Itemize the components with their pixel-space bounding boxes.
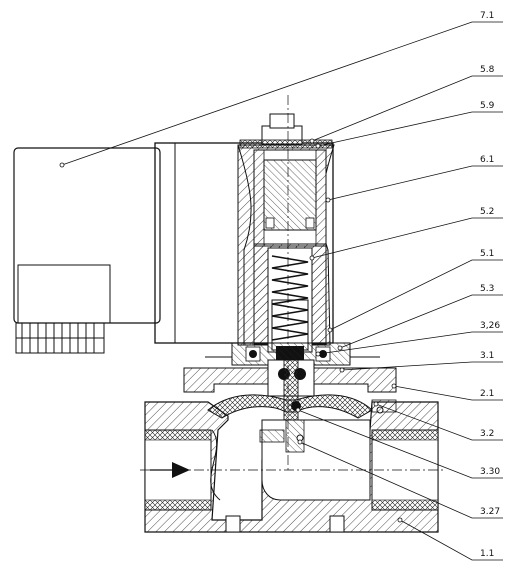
leader-1-1 bbox=[399, 519, 503, 561]
leader-5-3 bbox=[339, 294, 503, 349]
leader-3-30 bbox=[297, 409, 503, 479]
callout-labels: 7.1 5.8 5.9 6.1 5.2 5.1 5.3 3,26 3.1 2.1… bbox=[480, 11, 500, 559]
leader-5-2 bbox=[311, 217, 503, 259]
label-5-1: 5.1 bbox=[480, 249, 494, 259]
label-3-30: 3.30 bbox=[480, 467, 500, 477]
label-3-1: 3.1 bbox=[480, 351, 494, 361]
label-7-1: 7.1 bbox=[480, 11, 494, 21]
centerlines bbox=[140, 95, 445, 471]
leader-7-1 bbox=[61, 21, 503, 166]
valve-body bbox=[144, 401, 439, 533]
leader-6-1 bbox=[327, 165, 503, 201]
label-6-1: 6.1 bbox=[480, 155, 494, 165]
leader-3-26 bbox=[317, 331, 503, 355]
leader-3-27 bbox=[299, 441, 503, 519]
label-3-27: 3.27 bbox=[480, 507, 500, 517]
label-3-2: 3.2 bbox=[480, 429, 494, 439]
leader-5-8 bbox=[311, 75, 503, 142]
leader-3-1 bbox=[341, 361, 503, 371]
label-5-8: 5.8 bbox=[480, 65, 495, 75]
label-3-26: 3,26 bbox=[480, 321, 500, 331]
label-5-9: 5.9 bbox=[480, 101, 495, 111]
leader-5-1 bbox=[329, 259, 503, 331]
label-1-1: 1.1 bbox=[480, 549, 494, 559]
connector-gland bbox=[15, 322, 105, 354]
leader-dots bbox=[59, 138, 403, 523]
leader-3-2 bbox=[375, 403, 503, 441]
leader-lines bbox=[61, 21, 503, 561]
plunger-spring bbox=[253, 243, 327, 360]
top-nut bbox=[239, 113, 333, 149]
label-2-1: 2.1 bbox=[480, 389, 494, 399]
connector-plug bbox=[13, 147, 161, 354]
leader-5-9 bbox=[317, 111, 503, 147]
diaphragm bbox=[207, 394, 397, 419]
label-5-3: 5.3 bbox=[480, 284, 494, 294]
leader-2-1 bbox=[393, 385, 503, 401]
label-5-2: 5.2 bbox=[480, 207, 494, 217]
